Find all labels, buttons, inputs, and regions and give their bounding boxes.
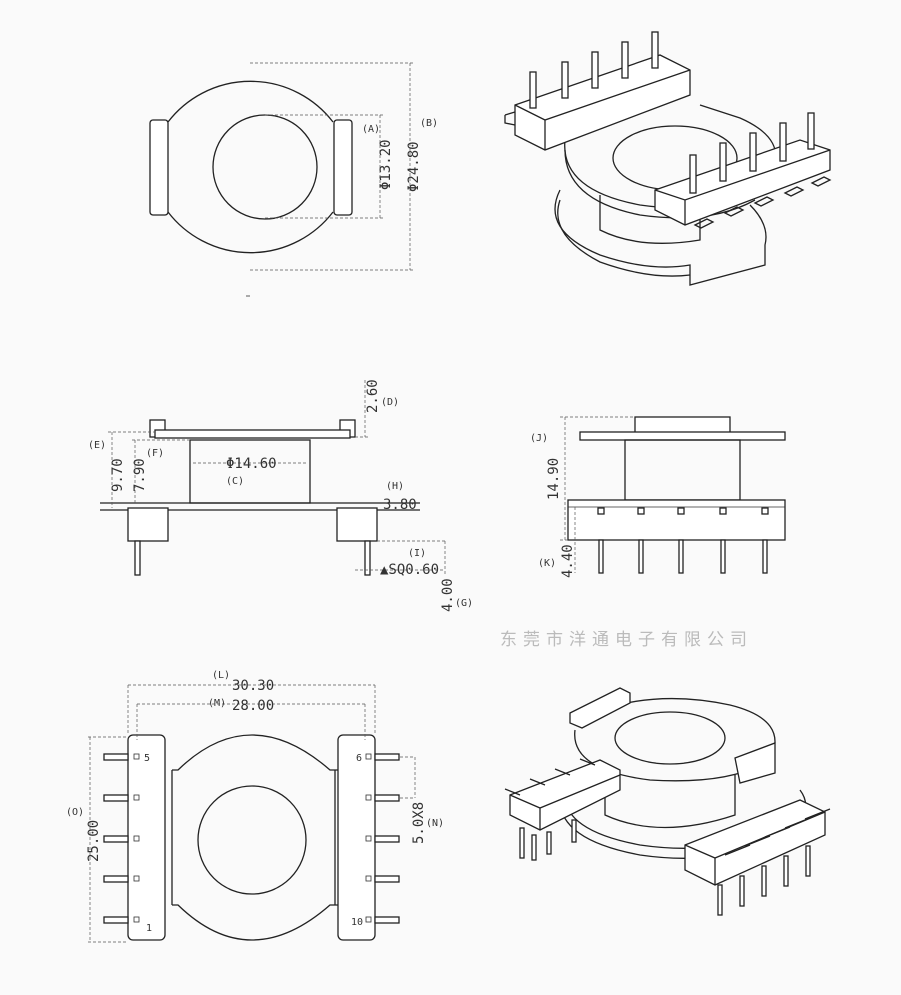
side-view-left: 2.60 (D) (E) 9.70 (F) 7.90 Φ14.60 (C) (H… (88, 379, 473, 612)
dim-g-value: 4.00 (440, 578, 456, 612)
dim-d-label: (D) (381, 397, 399, 408)
dim-i-value: ▲SQ0.60 (380, 562, 439, 578)
dim-g-label: (G) (455, 598, 473, 609)
dim-n-value: 5.0X8 (411, 802, 427, 844)
pin-label-5: 5 (144, 753, 150, 764)
bottom-view: 5 1 6 10 (L) 30.30 (M) 28.00 (O) 25.00 5… (66, 670, 444, 943)
dim-l-label: (L) (212, 670, 230, 681)
dim-n-label: (N) (426, 818, 444, 829)
dim-h-value: 3.80 (383, 497, 417, 513)
dim-i-label: (I) (408, 548, 426, 559)
pin-label-6: 6 (356, 753, 362, 764)
dim-j-label: (J) (530, 433, 548, 444)
core-hole (212, 114, 318, 220)
side-view-right: (J) 14.90 (K) 4.40 (530, 416, 786, 578)
pin-label-10: 10 (351, 917, 363, 928)
dim-j-value: 14.90 (546, 458, 562, 500)
dim-c-value: Φ14.60 (226, 456, 277, 472)
dim-f-value: 7.90 (132, 458, 148, 492)
pin-label-1: 1 (146, 923, 152, 934)
dim-f-label: (F) (146, 448, 164, 459)
dim-m-value: 28.00 (232, 698, 274, 714)
dim-e-label: (E) (88, 440, 106, 451)
right-tab (333, 119, 353, 216)
left-tab (149, 119, 169, 216)
dim-o-label: (O) (66, 807, 84, 818)
dim-l-value: 30.30 (232, 678, 274, 694)
dim-b-value: Φ24.80 (406, 141, 422, 192)
dim-e-value: 9.70 (110, 458, 126, 492)
dim-c-label: (C) (226, 476, 244, 487)
isometric-view-top (504, 31, 832, 286)
dim-k-value: 4.40 (560, 544, 576, 578)
dim-m-label: (M) (208, 698, 226, 709)
dim-a-value: Φ13.20 (378, 139, 394, 190)
dim-h-label: (H) (386, 481, 404, 492)
dim-a-label: (A) (362, 124, 380, 135)
watermark: 东莞市洋通电子有限公司 (500, 630, 753, 650)
dim-d-value: 2.60 (365, 379, 381, 413)
outer-flange (167, 80, 334, 254)
dim-b-label: (B) (420, 118, 438, 129)
isometric-view-bottom (504, 687, 831, 916)
top-view: (A) Φ13.20 (B) Φ24.80 (149, 62, 438, 297)
dim-k-label: (K) (538, 558, 556, 569)
dim-o-value: 25.00 (86, 820, 102, 862)
